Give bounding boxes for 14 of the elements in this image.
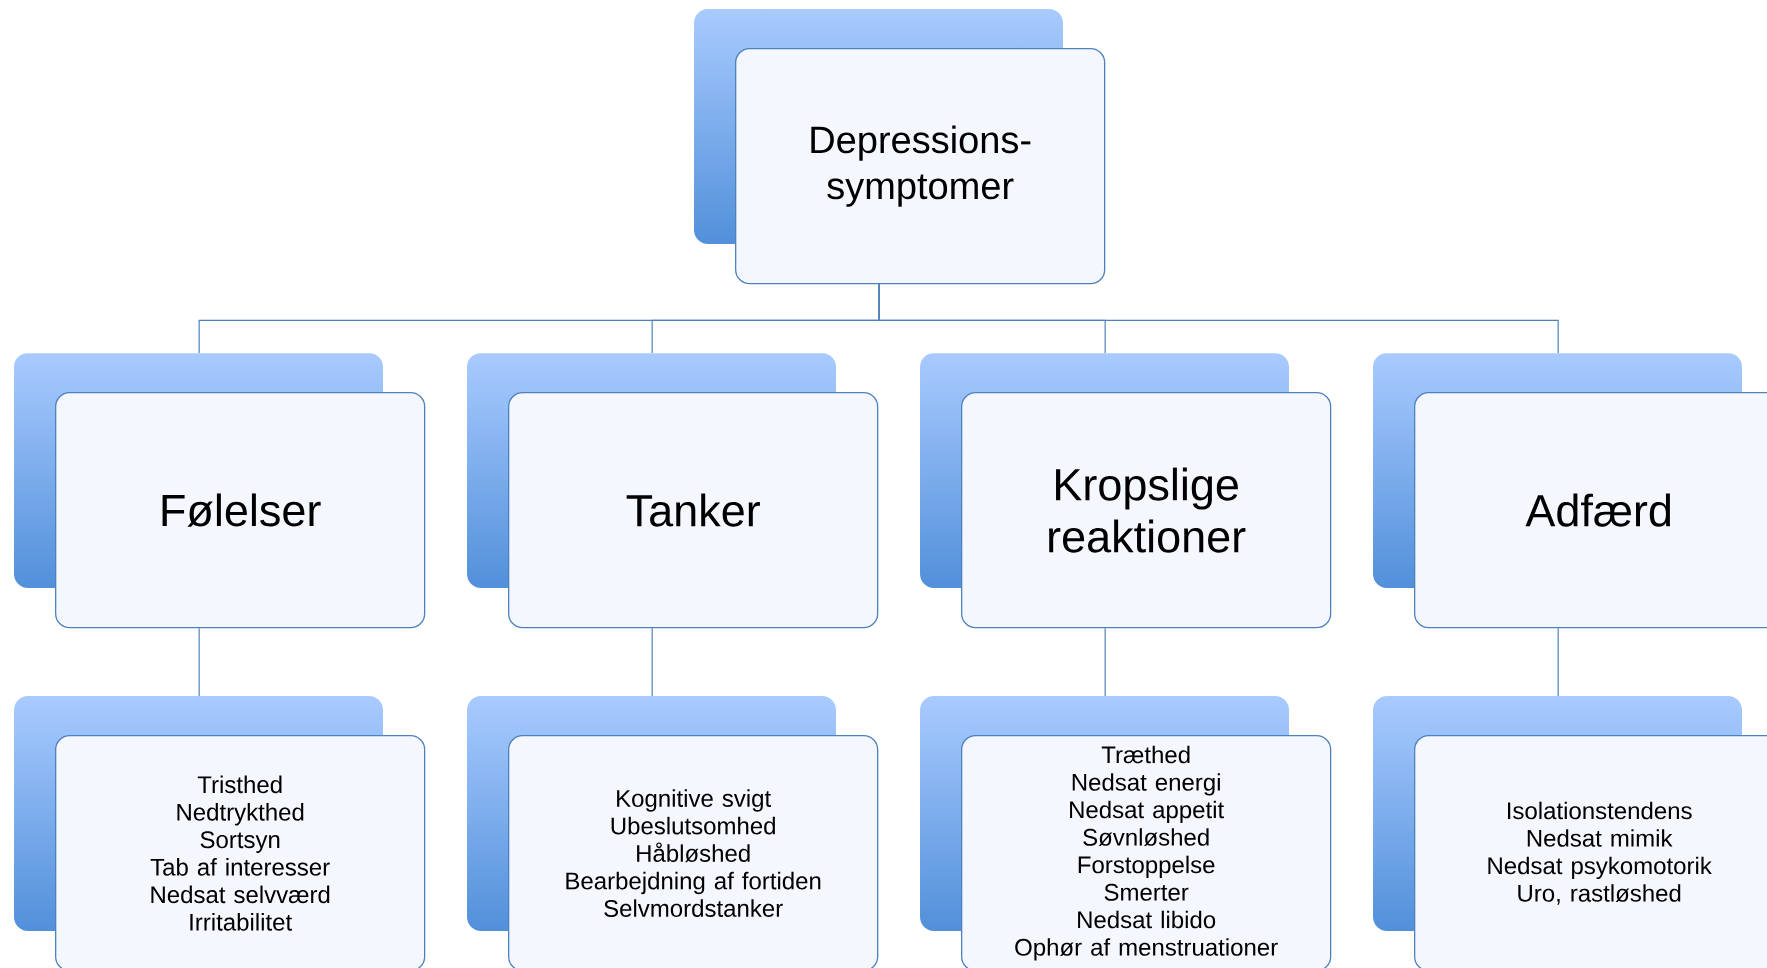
box: Adfærd <box>1414 392 1767 629</box>
box: Følelser <box>55 392 426 629</box>
connector <box>651 627 653 697</box>
connector <box>198 627 200 697</box>
box: Isolationstendens Nedsat mimik Nedsat psykomotorik Uro, rastløshed <box>1414 735 1767 968</box>
box: Tanker <box>508 392 879 629</box>
connector <box>878 283 1559 354</box>
box: Depressions-symptomer <box>735 48 1106 285</box>
box: Kropslige reaktioner <box>961 392 1332 629</box>
connector <box>1104 627 1106 697</box>
box: Træthed Nedsat energi Nedsat appetit Søvnløshed Forstoppelse Smerter Nedsat libido Ophør af menstruationer <box>961 735 1332 968</box>
box: Tristhed Nedtrykthed Sortsyn Tab af interesser Nedsat selvværd Irritabilitet <box>55 735 426 968</box>
box: Kognitive svigt Ubeslutsomhed Håbløshed Bearbejdning af fortiden Selvmordstanker <box>508 735 879 968</box>
connector <box>1557 627 1559 697</box>
